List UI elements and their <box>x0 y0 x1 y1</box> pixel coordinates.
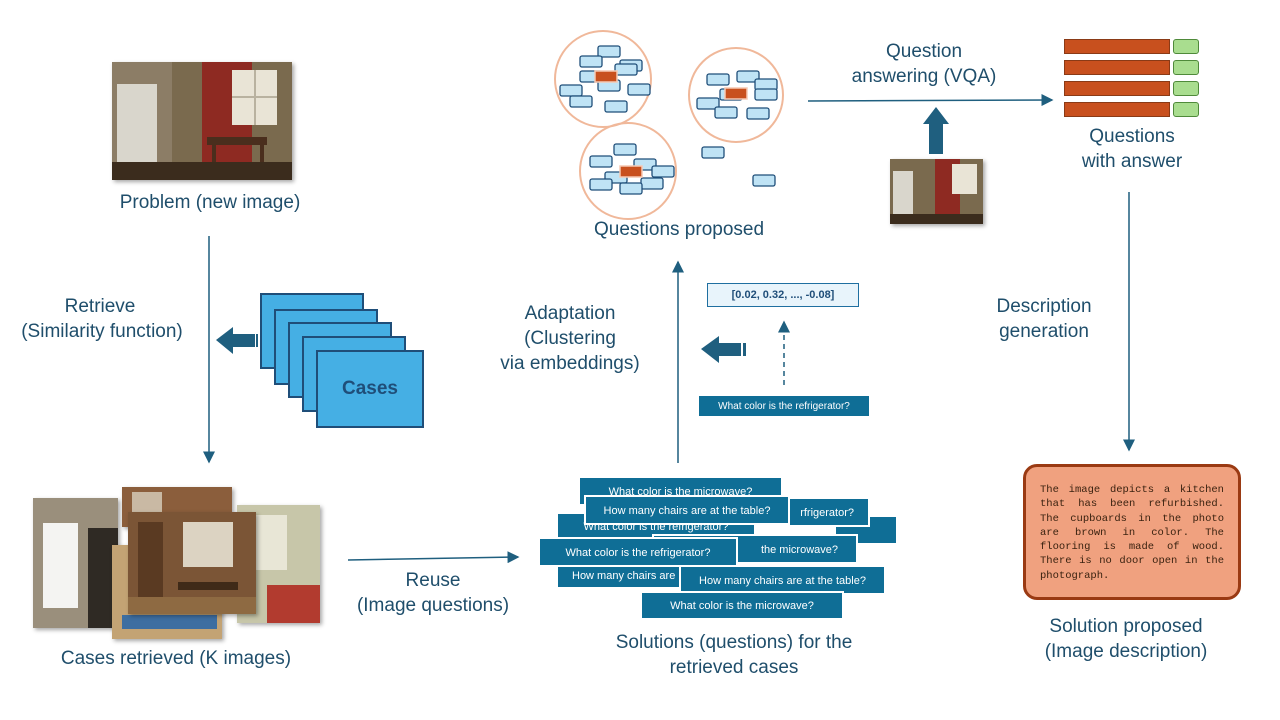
question-box: How many chairs are at the table? <box>679 565 886 595</box>
answer-row <box>1064 102 1170 117</box>
questions-with-answer-sublabel: with answer <box>1081 151 1183 172</box>
answer-row <box>1064 81 1170 96</box>
adaptation-sublabel-1: (Clustering <box>524 328 616 349</box>
retrieved-image-5 <box>128 512 256 614</box>
description-generation-label: Description <box>996 296 1092 317</box>
solutions-label: Solutions (questions) for the <box>615 632 853 653</box>
case-card-front: Cases <box>316 350 424 428</box>
solutions-sublabel: retrieved cases <box>669 657 799 678</box>
kitchen-photo-icon <box>112 62 292 180</box>
vqa-sublabel: answering (VQA) <box>851 66 997 87</box>
block-arrow-up-image <box>923 107 949 154</box>
questions-proposed-label: Questions proposed <box>593 219 765 240</box>
cases-label: Cases <box>342 378 398 399</box>
reuse-label: Reuse <box>405 570 461 591</box>
answer-row <box>1064 60 1170 75</box>
image-description-text: The image depicts a kitchen that has bee… <box>1040 484 1224 582</box>
answer-check <box>1173 102 1199 117</box>
reuse-sublabel: (Image questions) <box>356 595 510 616</box>
block-arrow-left-embedding <box>701 336 746 363</box>
block-arrow-left-cases <box>216 327 258 354</box>
question-box: How many chairs are at the table? <box>584 495 790 525</box>
retrieve-label: Retrieve <box>64 296 136 317</box>
problem-image <box>112 62 292 180</box>
image-description-box: The image depicts a kitchen that has bee… <box>1023 464 1241 600</box>
retrieved-image-1 <box>33 498 118 628</box>
embedding-vector: [0.02, 0.32, ..., -0.08] <box>707 283 859 307</box>
vqa-arrow <box>807 94 1054 107</box>
question-box: What color is the microwave? <box>640 591 844 620</box>
description-generation-sublabel: generation <box>999 321 1089 342</box>
solution-sublabel: (Image description) <box>1044 641 1208 662</box>
answer-row <box>1064 39 1170 54</box>
question-box: What color is the refrigerator? <box>538 537 738 567</box>
solution-label: Solution proposed <box>1049 616 1203 637</box>
vqa-input-image <box>890 159 983 224</box>
cases-retrieved-label: Cases retrieved (K images) <box>60 648 292 669</box>
adaptation-sublabel-2: via embeddings) <box>500 353 640 374</box>
answer-check <box>1173 60 1199 75</box>
kitchen-photo-small-icon <box>890 159 983 224</box>
questions-with-answer-label: Questions <box>1089 126 1175 147</box>
reuse-arrow <box>347 551 520 564</box>
answer-check <box>1173 39 1199 54</box>
problem-label: Problem (new image) <box>119 192 301 213</box>
answer-check <box>1173 81 1199 96</box>
embedding-question-box: What color is the refrigerator? <box>697 394 871 418</box>
adaptation-label: Adaptation <box>524 303 616 324</box>
vqa-label: Question <box>885 41 963 62</box>
retrieve-sublabel: (Similarity function) <box>21 321 183 342</box>
